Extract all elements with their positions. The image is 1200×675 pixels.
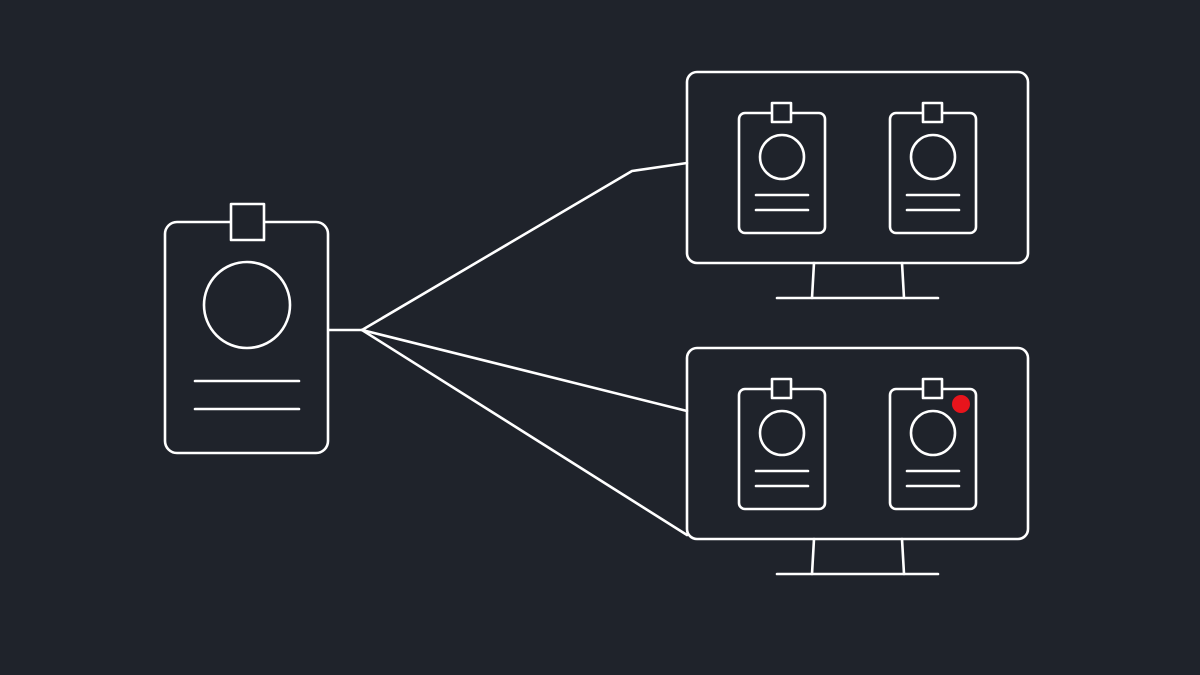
id-badge-icon	[737, 101, 827, 235]
flagged-id-badge-icon	[888, 377, 978, 511]
monitor-neck	[900, 261, 906, 300]
id-badge-icon	[888, 101, 978, 235]
id-badge-icon	[737, 377, 827, 511]
monitor-screen	[685, 346, 1030, 541]
monitor-top	[685, 70, 1030, 300]
source-id-badge-icon	[163, 202, 330, 455]
badge-clip	[229, 202, 266, 242]
monitor-neck	[900, 537, 906, 576]
badge-photo	[202, 260, 292, 350]
monitor-neck	[810, 537, 816, 576]
badge-body	[163, 220, 330, 455]
monitor-bottom	[685, 346, 1030, 576]
alert-dot-icon	[952, 395, 970, 413]
connector-to-bottom-monitor-b	[360, 328, 689, 537]
connector-to-bottom-monitor-a	[360, 328, 689, 413]
monitor-neck	[810, 261, 816, 300]
connector-to-top-monitor	[360, 161, 689, 332]
connector-lines	[327, 161, 689, 537]
monitor-screen	[685, 70, 1030, 265]
